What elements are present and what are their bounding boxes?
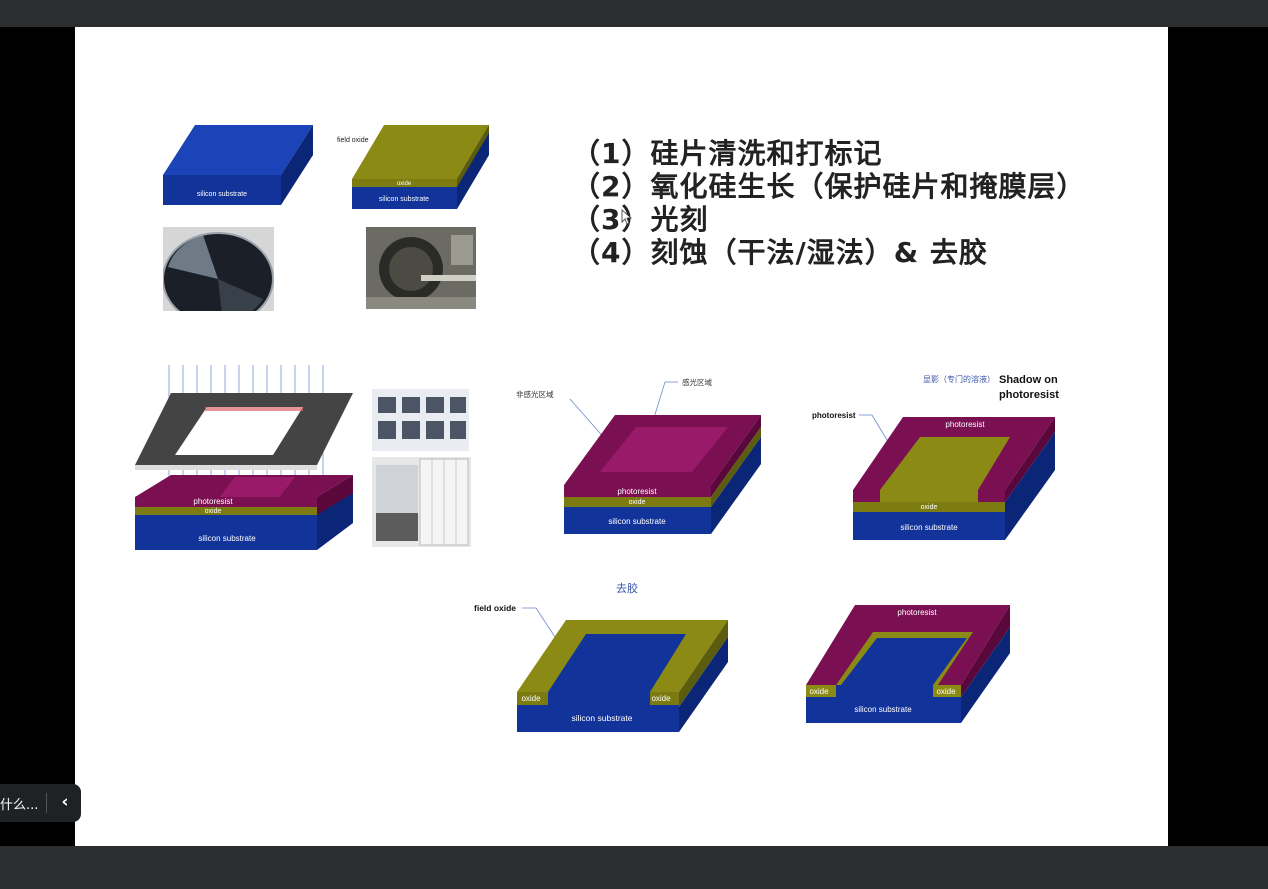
label-substrate: silicon substrate [197,191,247,198]
step-4: （4）刻蚀（干法/湿法）& 去胶 [572,236,988,269]
label-substrate: silicon substrate [198,534,256,543]
furnace-photo [366,227,476,309]
label-photoresist: photoresist [897,608,937,617]
label-oxide-right: oxide [936,687,956,696]
step-1: （1）硅片清洗和打标记 [572,137,883,170]
step-2: （2）氧化硅生长（保护硅片和掩膜层） [572,170,1086,203]
shadow-caption-1: Shadow on [999,374,1058,386]
stepper-module-photo [372,389,469,451]
mouse-cursor [621,209,633,225]
development-caption: 显影（专门的溶液） [923,374,995,384]
process-steps-list: （1）硅片清洗和打标记 （2）氧化硅生长（保护硅片和掩膜层） （3）光刻 （4）… [572,137,1086,269]
shadow-caption-2: photoresist [999,389,1059,401]
diagram-oxide-growth: field oxide oxide silicon substrate [337,125,489,209]
pointer-photoresist: photoresist [812,411,856,420]
diagram-strip: 去胶 field oxide oxide oxide silicon subst… [474,581,728,732]
ai-assistant-pill[interactable]: 什么... ‹ [0,784,81,822]
label-field-oxide: field oxide [474,603,516,613]
diagram-development: 显影（专门的溶液） Shadow on photoresist photores… [812,374,1059,540]
label-top-photoresist: photoresist [945,420,985,429]
diagram-etched: photoresist oxide oxide silicon substrat… [806,605,1010,723]
label-oxide: oxide [397,181,412,187]
collapse-chevron-icon[interactable]: ‹ [61,792,69,812]
label-substrate: silicon substrate [572,713,633,723]
ai-assistant-divider [46,793,47,813]
label-unexposed-region: 非感光区域 [516,389,554,399]
wafer-photo [163,227,274,311]
step-3: （3）光刻 [572,203,709,236]
label-field-oxide: field oxide [337,137,369,144]
label-oxide: oxide [921,504,938,511]
label-substrate: silicon substrate [379,196,429,203]
label-photoresist: photoresist [617,487,657,496]
label-exposed-region: 感光区域 [682,377,712,387]
presentation-slide: （1）硅片清洗和打标记 （2）氧化硅生长（保护硅片和掩膜层） （3）光刻 （4）… [75,27,1168,846]
window-top-bar [0,0,1268,27]
label-oxide-left: oxide [521,694,541,703]
diagram-exposure: silicon substrate oxide photoresist [135,365,353,550]
strip-caption: 去胶 [616,581,638,595]
diagram-substrate: silicon substrate [163,125,313,205]
label-substrate: silicon substrate [608,517,666,526]
label-photoresist: photoresist [193,497,233,506]
label-oxide-left: oxide [809,687,829,696]
label-oxide: oxide [205,508,222,515]
label-substrate: silicon substrate [900,523,958,532]
label-substrate: silicon substrate [854,705,912,714]
diagram-photoresist-regions: 非感光区域 感光区域 photoresist oxide silicon sub… [516,377,761,534]
window-bottom-bar [0,846,1268,889]
label-oxide: oxide [629,499,646,506]
lithography-machine-photo [372,457,471,547]
label-oxide-right: oxide [651,694,671,703]
ai-assistant-label[interactable]: 什么... [0,798,39,813]
